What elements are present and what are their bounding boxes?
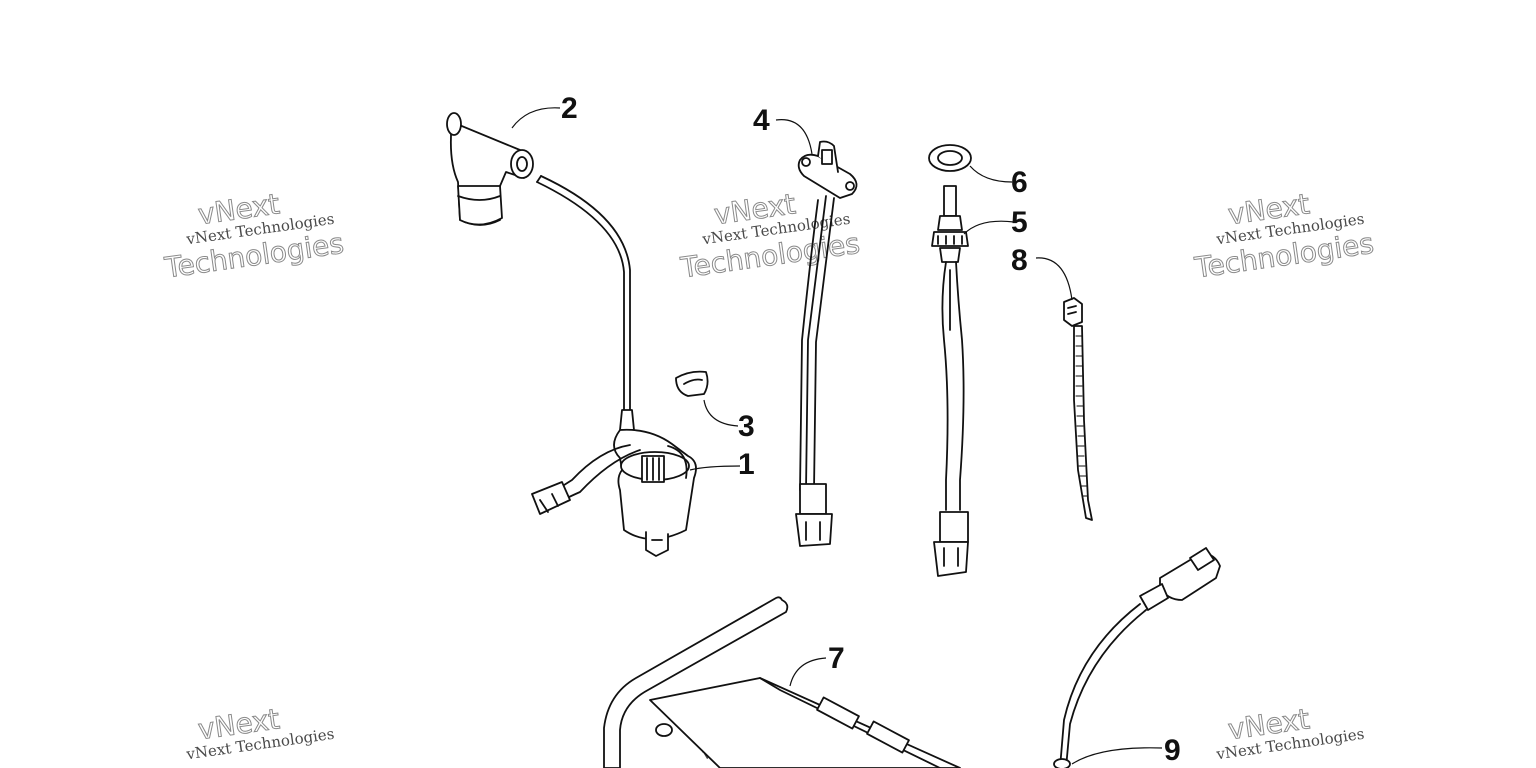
callout-6: 6 [1011, 166, 1028, 199]
spark-plug-cap [446, 112, 534, 226]
watermark-top-center: vNext vNext Technologies Technologies [678, 187, 863, 285]
callout-4: 4 [753, 104, 770, 137]
callout-3: 3 [738, 410, 755, 443]
watermark-bottom-left: vNext vNext Technologies [184, 702, 335, 764]
watermark-top-right: vNext vNext Technologies Technologies [1192, 187, 1377, 285]
leader-lines [511, 107, 1163, 765]
washer [928, 144, 972, 172]
speed-sensor [1053, 547, 1221, 768]
callout-2: 2 [561, 92, 578, 125]
sensor-bracket [797, 140, 858, 199]
callout-1: 1 [738, 448, 755, 481]
temperature-sensor [931, 185, 969, 263]
callout-5: 5 [1011, 206, 1028, 239]
callout-7: 7 [828, 642, 845, 675]
cable-tie [1063, 297, 1093, 521]
temperature-sensor-connector [933, 511, 969, 577]
callout-8: 8 [1011, 244, 1028, 277]
ignition-lead [540, 175, 631, 411]
watermark-top-left: vNext vNext Technologies Technologies [162, 187, 347, 285]
callout-9: 9 [1164, 734, 1181, 767]
ignition-coil [531, 409, 697, 557]
clip [675, 370, 709, 397]
sensor-connector [795, 483, 833, 547]
control-module [603, 596, 961, 768]
watermark-bottom-right: vNext vNext Technologies [1214, 702, 1365, 764]
